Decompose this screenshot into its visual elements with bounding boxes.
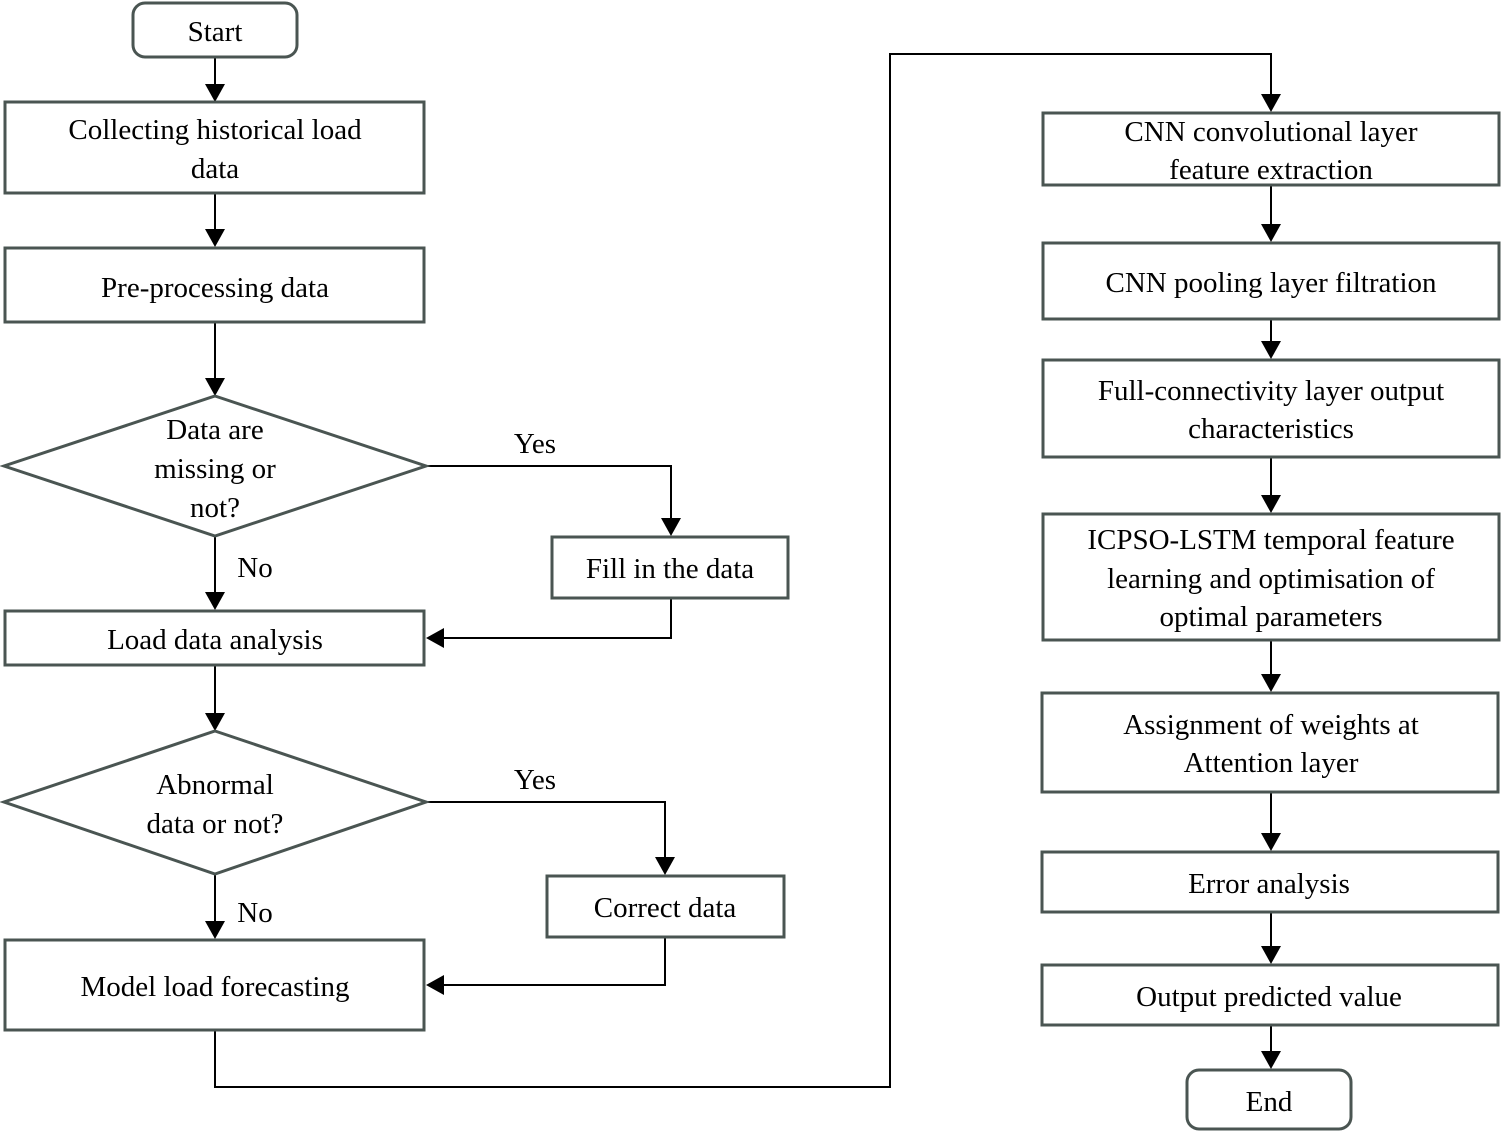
model-forecast-label: Model load forecasting [81, 971, 350, 1003]
arrowhead-fill [661, 518, 681, 536]
arrowhead-missing [205, 378, 225, 396]
correct-label: Correct data [594, 892, 737, 924]
arrowhead-output [1261, 946, 1281, 964]
missing-label-line1: Data are [166, 414, 263, 446]
attention-label-line1: Assignment of weights at [1123, 709, 1419, 741]
error-label: Error analysis [1188, 868, 1350, 900]
icpso-label-line3: optimal parameters [1159, 601, 1382, 633]
edge-missing-yes-fill [426, 465, 672, 522]
cnn-conv-label-line2: feature extraction [1169, 154, 1373, 186]
arrowhead-collect [205, 84, 225, 102]
edge-forecast-cnn [214, 53, 1272, 1088]
model-forecast-box [3, 938, 426, 1032]
arrowhead-attention [1261, 674, 1281, 692]
icpso-box [1041, 512, 1501, 642]
full-conn-box [1041, 358, 1501, 459]
fill-label: Fill in the data [586, 553, 754, 585]
arrowheads [205, 84, 1281, 1069]
cnn-pool-box [1041, 241, 1501, 321]
missing-decision [0, 394, 431, 538]
start-label: Start [188, 16, 243, 48]
connectors [214, 53, 1272, 1088]
arrowhead-end [1261, 1051, 1281, 1069]
edge-correct-forecast [441, 937, 666, 986]
error-box [1040, 850, 1500, 914]
fill-box [550, 535, 790, 600]
arrowhead-preprocess [205, 229, 225, 247]
attention-label-line2: Attention layer [1184, 747, 1359, 779]
missing-label-line2: missing or [154, 453, 276, 485]
arrowhead-analysis-left [426, 628, 444, 648]
arrowhead-error [1261, 833, 1281, 851]
load-analysis-box [3, 609, 426, 667]
abnormal-decision [0, 729, 431, 876]
arrowhead-icpso [1261, 495, 1281, 513]
arrowhead-cnn-conv [1261, 94, 1281, 112]
cnn-pool-label: CNN pooling layer filtration [1105, 267, 1437, 299]
missing-yes-label: Yes [514, 428, 556, 460]
abnormal-yes-label: Yes [514, 764, 556, 796]
arrowhead-correct [655, 857, 675, 875]
edge-fill-analysis [441, 598, 672, 639]
full-conn-label-line2: characteristics [1188, 413, 1354, 445]
collect-box [3, 100, 426, 195]
start-terminal [131, 1, 299, 59]
missing-label-line3: not? [190, 492, 240, 524]
output-label: Output predicted value [1136, 981, 1402, 1013]
output-box [1040, 963, 1500, 1027]
preprocess-box [3, 246, 426, 324]
arrowhead-forecast-down [205, 921, 225, 939]
collect-label: Collecting historical load [68, 114, 362, 146]
arrowhead-analysis-down [205, 592, 225, 610]
preprocess-label: Pre-processing data [101, 272, 329, 304]
abnormal-no-label: No [237, 897, 272, 929]
load-analysis-label: Load data analysis [107, 624, 323, 656]
correct-box [545, 874, 786, 939]
arrowhead-cnn-pool [1261, 224, 1281, 242]
arrowhead-forecast-left [426, 975, 444, 995]
arrowhead-abnormal [205, 713, 225, 731]
arrowhead-full-conn [1261, 341, 1281, 359]
abnormal-label-line2: data or not? [147, 808, 284, 840]
abnormal-label-line1: Abnormal [156, 769, 274, 801]
icpso-label-line2: learning and optimisation of [1107, 563, 1435, 595]
cnn-conv-label-line1: CNN convolutional layer [1124, 116, 1418, 148]
full-conn-label-line1: Full-connectivity layer output [1098, 375, 1444, 407]
cnn-conv-box [1041, 111, 1501, 187]
end-label: End [1246, 1086, 1293, 1118]
attention-box [1040, 691, 1500, 794]
end-terminal [1185, 1068, 1353, 1131]
icpso-label-line1: ICPSO-LSTM temporal feature [1087, 524, 1454, 556]
missing-no-label: No [237, 552, 272, 584]
collect-label-line2: data [191, 153, 239, 185]
edge-abnormal-yes-correct [426, 801, 666, 861]
